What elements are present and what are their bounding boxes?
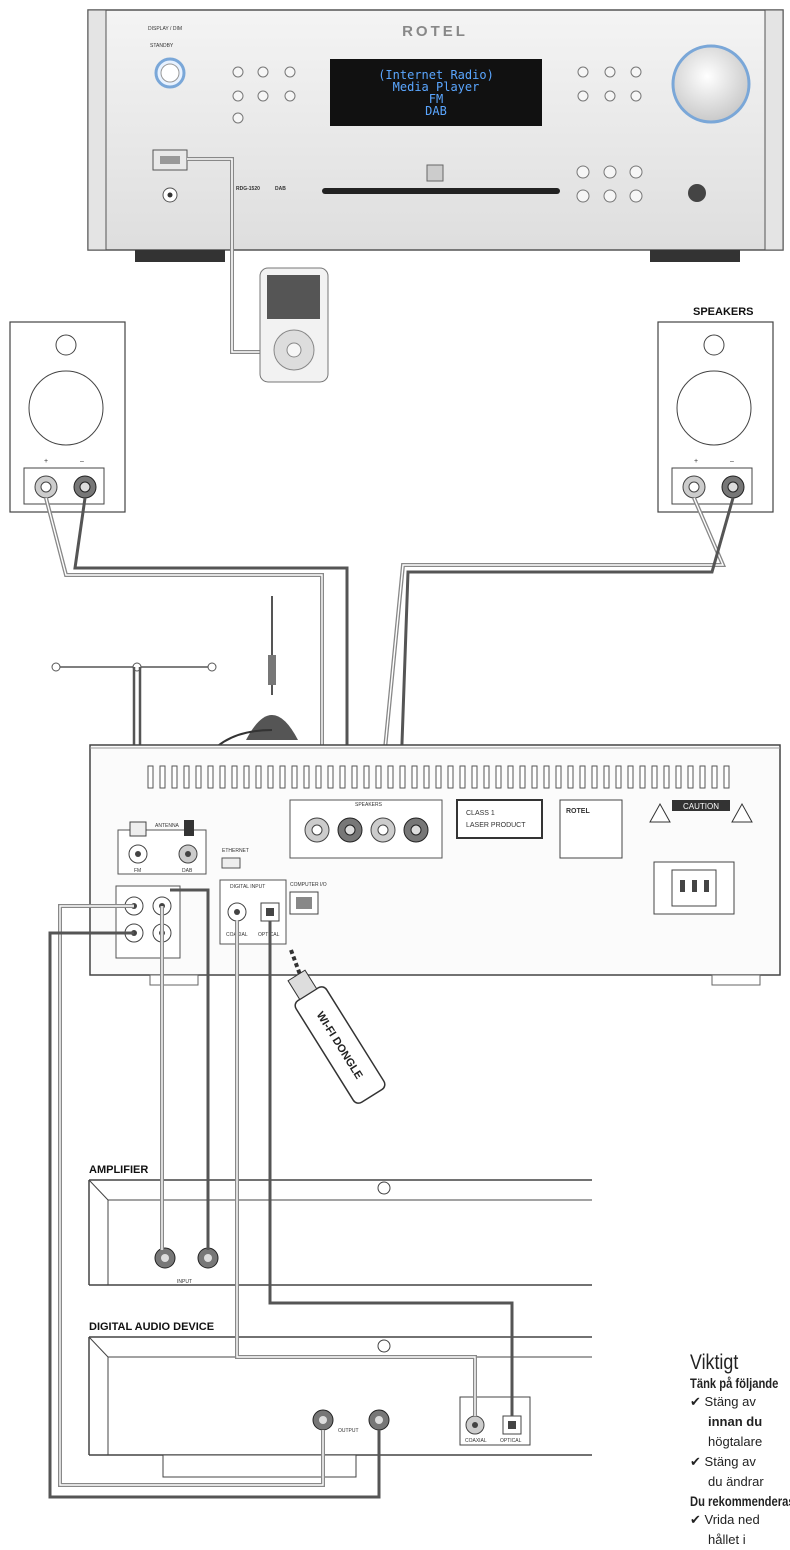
analog-out-block: [115, 885, 181, 959]
note-item-3-cont: hållet i: [708, 1532, 746, 1547]
laser-label: [456, 799, 543, 839]
front-button-group-left: [232, 66, 296, 124]
notes-subtitle: Tänk på följande: [690, 1375, 779, 1391]
svg-text:COMPUTER I/O: COMPUTER I/O: [290, 882, 327, 888]
notes-subtitle-2: Du rekommenderas: [690, 1493, 790, 1509]
player-brand: ROTEL: [402, 23, 468, 40]
svg-text:+: +: [694, 458, 698, 465]
notes-title: Viktigt: [690, 1352, 739, 1374]
svg-text:OUTPUT: OUTPUT: [338, 1428, 359, 1434]
svg-text:FM: FM: [134, 868, 141, 874]
svg-text:Media Player: Media Player: [393, 80, 480, 94]
svg-text:DAB: DAB: [425, 104, 447, 118]
note-item-1: Stäng av: [704, 1394, 756, 1409]
volume-knob[interactable]: [671, 44, 751, 124]
note-item-2: Stäng av: [704, 1454, 756, 1469]
svg-text:FM: FM: [429, 92, 443, 106]
svg-text:+: +: [44, 458, 48, 465]
check-icon: ✔: [690, 1454, 701, 1469]
check-icon: ✔: [690, 1512, 701, 1527]
speaker-right: + –: [657, 321, 774, 513]
ir-sensor: [688, 184, 706, 202]
speaker-left: + –: [9, 321, 126, 513]
svg-text:COAXIAL: COAXIAL: [465, 1438, 487, 1444]
rating-plate: [559, 799, 623, 859]
standby-label: STANDBY: [150, 43, 174, 49]
cd-logo: [426, 164, 444, 182]
svg-text:(Internet Radio): (Internet Radio): [378, 68, 494, 82]
svg-text:SPEAKERS: SPEAKERS: [355, 802, 383, 808]
svg-text:LASER PRODUCT: LASER PRODUCT: [466, 822, 526, 829]
digital-audio-device: OUTPUT COAXIAL OPTICAL: [88, 1336, 592, 1478]
svg-text:DAB: DAB: [182, 868, 193, 874]
svg-text:ROTEL: ROTEL: [566, 808, 590, 815]
note-item-2-cont: du ändrar: [708, 1474, 764, 1489]
notes-panel: Viktigt Tänk på följande ✔ Stäng av inna…: [690, 1352, 790, 1550]
svg-text:–: –: [80, 458, 84, 465]
svg-text:DISPLAY / DIM: DISPLAY / DIM: [148, 26, 182, 32]
digital-audio-device-label: DIGITAL AUDIO DEVICE: [89, 1321, 214, 1333]
player-rear: ANTENNA FM DAB DIGITAL INPUT ETHERNET CO…: [89, 744, 781, 986]
amplifier-label: AMPLIFIER: [89, 1164, 148, 1176]
speaker-cables: [44, 497, 735, 801]
cd-slot: [322, 188, 560, 194]
svg-text:INPUT: INPUT: [177, 1279, 192, 1285]
ipod: [259, 267, 329, 383]
svg-text:ANTENNA: ANTENNA: [155, 823, 180, 829]
amplifier: INPUT: [88, 1179, 592, 1286]
wifi-dongle: WI-FI DONGLE: [287, 969, 386, 1104]
svg-text:CAUTION: CAUTION: [683, 802, 719, 811]
svg-text:ETHERNET: ETHERNET: [222, 848, 249, 854]
caution-label: CAUTION: [649, 800, 753, 823]
note-item-3: Vrida ned: [704, 1512, 760, 1527]
svg-text:–: –: [730, 458, 734, 465]
svg-text:DIGITAL INPUT: DIGITAL INPUT: [230, 884, 265, 890]
dab-label: DAB: [275, 186, 286, 192]
svg-text:CLASS 1: CLASS 1: [466, 810, 495, 817]
signal-cables: [48, 888, 514, 1499]
check-icon: ✔: [690, 1394, 701, 1409]
svg-text:OPTICAL: OPTICAL: [500, 1438, 522, 1444]
front-button-group-right: [576, 66, 643, 203]
speakers-label: SPEAKERS: [693, 306, 754, 318]
connection-diagram: ROTEL DISPLAY / DIM STANDBY (Internet Ra…: [9, 9, 784, 1499]
note-item-1-cont: högtalare: [708, 1434, 763, 1449]
front-display: [330, 59, 542, 126]
player-front: ROTEL DISPLAY / DIM STANDBY (Internet Ra…: [87, 9, 784, 262]
model-label: RDG-1520: [236, 186, 260, 192]
note-item-1-bold: innan du: [708, 1414, 763, 1429]
